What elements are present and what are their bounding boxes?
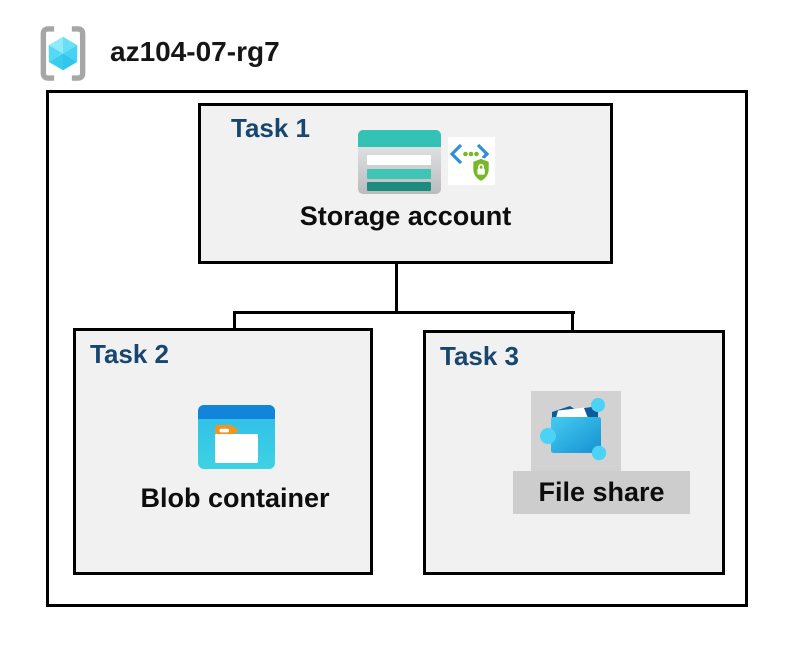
connector-storage-stem [395,235,398,313]
resource-group-name: az104-07-rg7 [110,36,280,67]
task2-label: Task 2 [90,339,170,369]
task1-box: Task 1 Storage accoun [198,103,613,264]
blob-container-icon [198,405,275,469]
blob-container-label: Blob container [140,483,330,513]
fileshare-icon-chip [531,391,621,471]
sas-security-icon [448,137,495,185]
connector-horizontal [233,311,575,314]
fileshare-label-bar: File share [513,471,690,514]
storage-account-label: Storage account [299,201,512,231]
task1-label: Task 1 [231,113,311,143]
file-share-icon [540,398,607,461]
file-share-label: File share [538,477,665,507]
resource-group-icon [40,26,86,81]
task3-label: Task 3 [440,341,520,371]
task2-box: Task 2 Blob container [73,328,373,575]
storage-account-icon [358,130,441,194]
task3-box: Task 3 [423,330,725,575]
